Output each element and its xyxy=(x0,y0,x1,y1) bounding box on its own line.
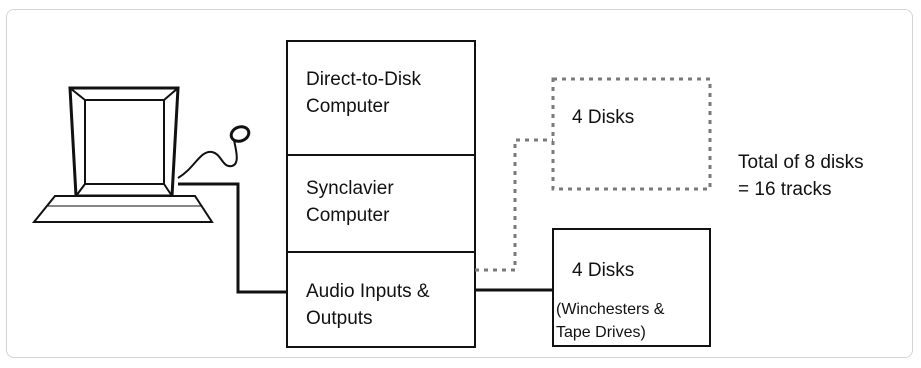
diagram-frame xyxy=(6,9,913,358)
mouse-icon xyxy=(177,125,251,179)
lower-disks-note-line1: (Winchesters & xyxy=(556,301,665,318)
audio-io-line1: Audio Inputs & xyxy=(306,281,430,302)
synclavier-line1: Synclavier xyxy=(306,178,394,199)
direct-to-disk-label: Direct-to-Disk Computer xyxy=(306,66,421,120)
lower-disks-label: 4 Disks xyxy=(572,260,635,281)
synclavier-label: Synclavier Computer xyxy=(306,175,394,229)
summary-label: Total of 8 disks = 16 tracks xyxy=(738,149,864,203)
computer-to-audio-io-line xyxy=(178,182,287,294)
summary-line1: Total of 8 disks xyxy=(738,152,864,173)
direct-to-disk-box xyxy=(286,40,476,156)
audio-io-label: Audio Inputs & Outputs xyxy=(306,278,430,332)
audio-io-box xyxy=(286,251,476,348)
lower-disks-note: (Winchesters & Tape Drives) xyxy=(556,298,664,344)
audio-io-to-upper-disks-line xyxy=(475,138,553,272)
center-stack xyxy=(286,40,476,348)
synclavier-box xyxy=(286,154,476,253)
lower-disks-box xyxy=(552,228,711,347)
upper-disks-box xyxy=(551,77,712,191)
direct-to-disk-line1: Direct-to-Disk xyxy=(306,69,422,90)
summary-line2: = 16 tracks xyxy=(738,179,832,200)
upper-disks-label: 4 Disks xyxy=(572,107,635,128)
direct-to-disk-line2: Computer xyxy=(306,96,390,117)
lower-disks-note-line2: Tape Drives) xyxy=(556,324,646,341)
computer-terminal-icon xyxy=(31,86,214,223)
audio-io-line2: Outputs xyxy=(306,308,373,329)
synclavier-line2: Computer xyxy=(306,205,390,226)
